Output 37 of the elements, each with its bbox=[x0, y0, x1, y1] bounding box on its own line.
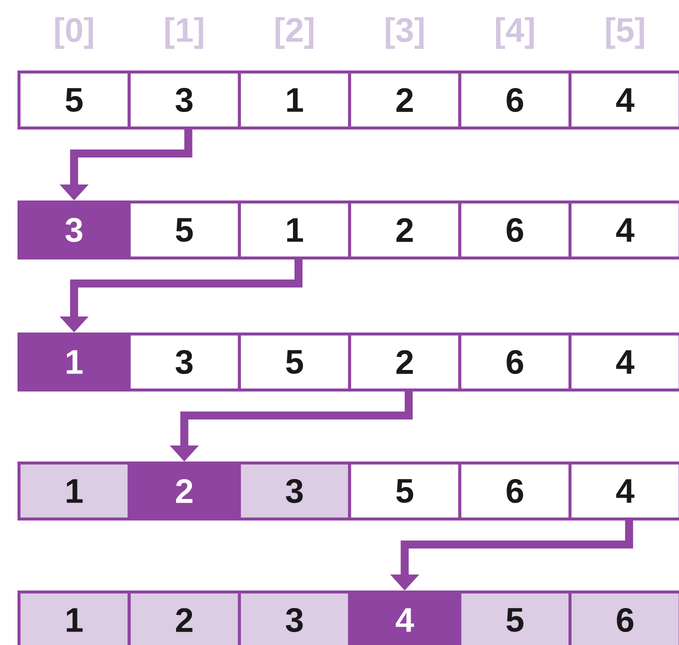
array-cell: 3 bbox=[128, 70, 241, 130]
array-cell: 6 bbox=[568, 590, 679, 645]
array-cell: 4 bbox=[348, 590, 462, 645]
index-label: [4] bbox=[496, 17, 534, 49]
array-cell: 2 bbox=[348, 200, 462, 260]
array-cell: 1 bbox=[18, 462, 131, 520]
node-label: 4 bbox=[396, 608, 414, 632]
array-cell: 5 bbox=[18, 70, 131, 130]
array-cell: 5 bbox=[348, 462, 462, 520]
array-cell: 1 bbox=[18, 332, 131, 392]
array-cell: 4 bbox=[568, 332, 679, 392]
array-cell: 4 bbox=[568, 70, 679, 130]
array-cell: 5 bbox=[458, 590, 572, 645]
index-label: [1] bbox=[165, 17, 204, 49]
array-cell: 6 bbox=[458, 70, 572, 130]
array-cell: 4 bbox=[568, 200, 679, 260]
array-cell: 6 bbox=[458, 200, 572, 260]
array-cell: 3 bbox=[128, 332, 241, 392]
array-cell: 4 bbox=[568, 462, 679, 520]
array-cell: 2 bbox=[348, 332, 462, 392]
index-label: [0] bbox=[55, 17, 93, 49]
array-cell: 6 bbox=[458, 462, 572, 520]
index-label: [3] bbox=[386, 17, 424, 49]
array-cell: 2 bbox=[128, 590, 241, 645]
array-cell: 1 bbox=[18, 590, 131, 645]
array-cell: 1 bbox=[238, 70, 352, 130]
array-cell: 6 bbox=[458, 332, 572, 392]
array-cell: 3 bbox=[238, 590, 352, 645]
array-cell: 2 bbox=[128, 462, 241, 520]
array-cell: 3 bbox=[18, 200, 131, 260]
array-cell: 2 bbox=[348, 70, 462, 130]
array-cell: 5 bbox=[128, 200, 241, 260]
index-label: [2] bbox=[276, 17, 314, 49]
index-label: [5] bbox=[606, 17, 644, 49]
array-cell: 3 bbox=[238, 462, 352, 520]
array-cell: 1 bbox=[238, 200, 352, 260]
array-cell: 5 bbox=[238, 332, 352, 392]
